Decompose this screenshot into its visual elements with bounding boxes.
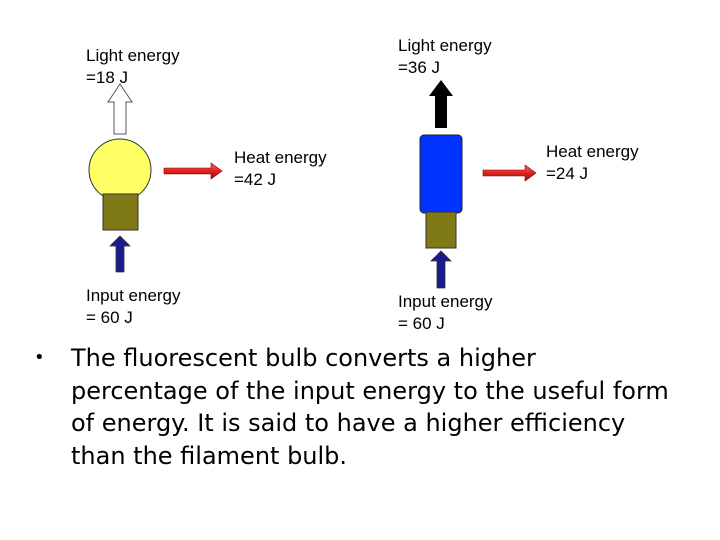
conclusion-bullet: • The fluorescent bulb converts a higher… — [34, 342, 674, 472]
filament-globe — [88, 138, 152, 202]
filament-heat-label-value: =42 J — [234, 170, 277, 189]
fluorescent-input-label-title: Input energy — [398, 292, 493, 311]
fluorescent-light-label-value: =36 J — [398, 58, 441, 77]
filament-heat-label: Heat energy =42 J — [234, 147, 327, 191]
filament-light-label-title: Light energy — [86, 46, 180, 65]
filament-input-label-title: Input energy — [86, 286, 181, 305]
filament-base — [102, 193, 139, 231]
conclusion-text: The fluorescent bulb converts a higher p… — [71, 344, 669, 470]
fluorescent-base — [425, 211, 457, 249]
filament-input-label-value: = 60 J — [86, 308, 133, 327]
fluorescent-heat-label-title: Heat energy — [546, 142, 639, 161]
fluorescent-light-arrow — [429, 80, 453, 128]
filament-bulb — [88, 83, 223, 273]
fluorescent-light-label: Light energy =36 J — [398, 35, 492, 79]
fluorescent-input-arrow — [430, 250, 452, 289]
fluorescent-heat-label: Heat energy =24 J — [546, 141, 639, 185]
filament-heat-arrow — [163, 162, 223, 180]
energy-diagram — [88, 80, 537, 289]
fluorescent-bulb — [419, 80, 537, 289]
filament-input-label: Input energy = 60 J — [86, 285, 181, 329]
filament-light-label-value: =18 J — [86, 68, 129, 87]
bullet-marker: • — [34, 347, 45, 368]
filament-heat-label-title: Heat energy — [234, 148, 327, 167]
filament-light-label: Light energy =18 J — [86, 45, 180, 89]
filament-input-arrow — [109, 235, 131, 273]
fluorescent-input-label-value: = 60 J — [398, 314, 445, 333]
fluorescent-light-label-title: Light energy — [398, 36, 492, 55]
fluorescent-input-label: Input energy = 60 J — [398, 291, 493, 335]
fluorescent-heat-label-value: =24 J — [546, 164, 589, 183]
filament-light-arrow — [107, 83, 133, 135]
fluorescent-tube — [419, 134, 463, 214]
fluorescent-heat-arrow — [482, 164, 537, 182]
